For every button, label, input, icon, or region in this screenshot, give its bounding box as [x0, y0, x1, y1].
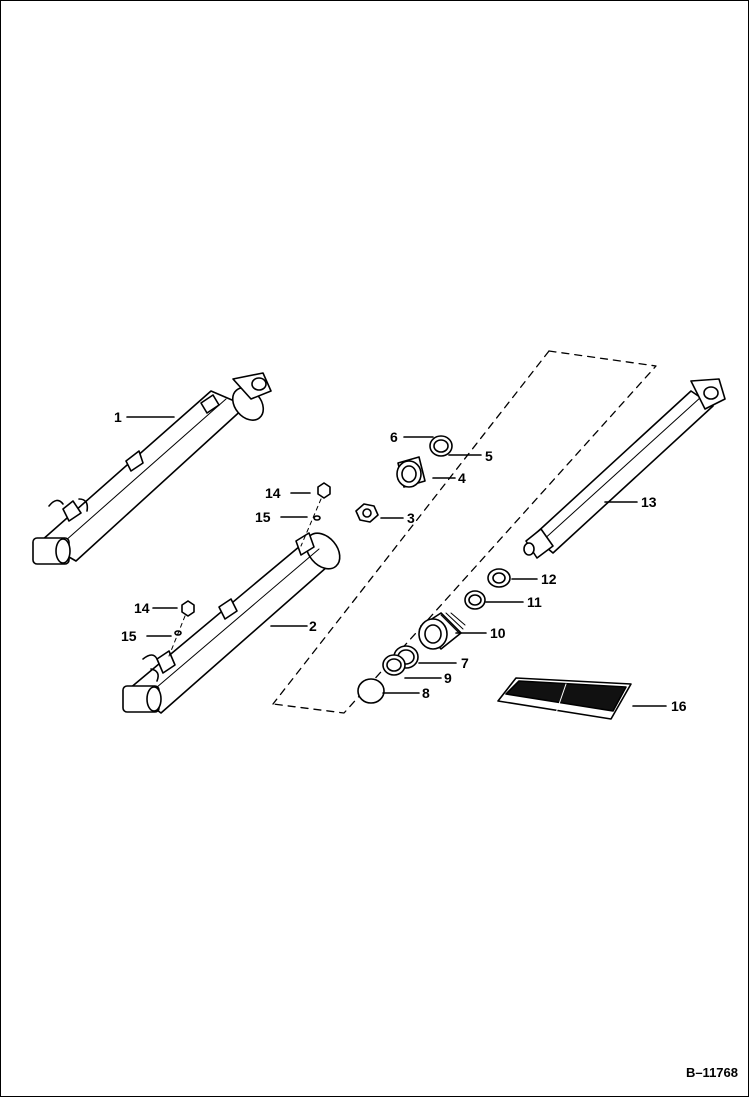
ring-part-11: [464, 590, 486, 610]
callout-15-upper: 15: [255, 509, 271, 525]
ring-part-12: [487, 568, 511, 588]
gland-part-4: [396, 456, 426, 488]
callout-4: 4: [458, 470, 466, 486]
drawing-reference-code: B–11768: [685, 1065, 738, 1080]
seal-part-9: [382, 654, 406, 676]
seal-kit-dashed-outline: [272, 350, 657, 714]
nut-part-3: [355, 503, 379, 523]
callout-9: 9: [444, 670, 452, 686]
piston-part-10: [418, 612, 466, 650]
disc-part-8: [357, 678, 385, 704]
oring-part-15-upper: [313, 515, 321, 521]
fitting-part-14-lower: [181, 600, 195, 617]
rod-part-13: [523, 378, 726, 559]
callout-16: 16: [671, 698, 687, 714]
callout-12: 12: [541, 571, 557, 587]
callout-6: 6: [390, 429, 398, 445]
callout-8: 8: [422, 685, 430, 701]
callout-labels: 1 2 3 4 5 6 7 8 9 10 11 12 13 14 15 14 1…: [114, 409, 687, 714]
cylinder-assembly-part-1: [32, 372, 272, 565]
fitting-part-14-upper: [317, 482, 331, 499]
callout-11: 11: [527, 594, 542, 610]
leader-lines: [126, 416, 667, 707]
decal-part-16: [497, 677, 632, 720]
callout-10: 10: [490, 625, 506, 641]
ring-part-6: [429, 435, 453, 457]
callout-2: 2: [309, 618, 317, 634]
barrel-part-2: [122, 532, 341, 714]
callout-7: 7: [461, 655, 469, 671]
callout-14-lower: 14: [134, 600, 150, 616]
callout-13: 13: [641, 494, 657, 510]
callout-14-upper: 14: [265, 485, 281, 501]
callout-15-lower: 15: [121, 628, 137, 644]
callout-1: 1: [114, 409, 122, 425]
callout-3: 3: [407, 510, 415, 526]
callout-5: 5: [485, 448, 493, 464]
